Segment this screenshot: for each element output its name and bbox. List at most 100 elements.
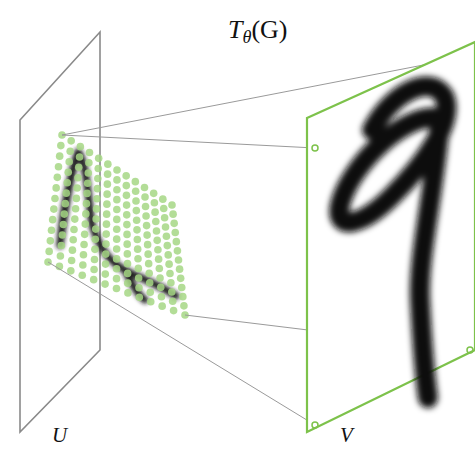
input-plane <box>20 32 100 432</box>
sample-point <box>102 230 110 238</box>
sample-point <box>47 237 55 245</box>
sample-point <box>73 184 81 192</box>
label-glyph: G <box>260 15 279 44</box>
sample-point <box>146 279 154 287</box>
sample-point <box>57 252 65 260</box>
sample-point <box>102 240 110 248</box>
sample-point <box>145 269 153 277</box>
sample-point <box>142 203 150 211</box>
sample-point <box>179 293 187 301</box>
sample-point <box>123 221 131 229</box>
sample-point <box>65 158 73 166</box>
sample-point <box>67 137 75 145</box>
sample-point <box>133 226 141 234</box>
sample-point <box>160 205 168 213</box>
sample-point <box>170 307 178 315</box>
sample-point <box>102 260 110 268</box>
sample-point <box>84 169 92 177</box>
transform-label: Tθ(G) <box>228 16 288 47</box>
corner-dot <box>312 422 318 428</box>
sample-point <box>77 143 85 151</box>
sample-point <box>164 251 172 259</box>
sample-point <box>69 236 77 244</box>
sample-point <box>94 165 102 173</box>
label-glyph: θ <box>242 27 251 47</box>
sample-point <box>133 216 141 224</box>
sample-point <box>171 229 179 237</box>
label-glyph: T <box>228 15 242 44</box>
sample-point <box>94 175 102 183</box>
sample-point <box>156 265 164 273</box>
sample-point <box>124 289 132 297</box>
sample-point <box>93 205 101 213</box>
sample-point <box>102 270 110 278</box>
sample-point <box>168 288 176 296</box>
sample-point <box>92 215 100 223</box>
sample-point <box>101 280 109 288</box>
sample-point <box>123 192 131 200</box>
sample-point <box>141 184 149 192</box>
sample-point <box>104 160 112 168</box>
sample-point <box>81 220 89 228</box>
sample-point <box>151 199 159 207</box>
sample-point <box>135 284 143 292</box>
sample-point <box>74 174 82 182</box>
sample-point <box>158 293 166 301</box>
sample-point <box>151 208 159 216</box>
sample-point <box>135 265 143 273</box>
sample-point <box>92 225 100 233</box>
sample-point <box>91 256 99 264</box>
sample-point <box>94 185 102 193</box>
sample-point <box>67 267 75 275</box>
sample-point <box>61 200 69 208</box>
sample-point <box>178 284 186 292</box>
sample-point <box>103 200 111 208</box>
sample-point <box>113 235 121 243</box>
sample-point <box>103 210 111 218</box>
sample-point <box>76 153 84 161</box>
sample-point <box>113 275 121 283</box>
sample-point <box>124 260 132 268</box>
sample-point <box>144 241 152 249</box>
sample-point <box>62 189 70 197</box>
sample-point <box>136 294 144 302</box>
sample-point <box>113 225 121 233</box>
sample-point <box>113 166 121 174</box>
sample-point <box>124 279 132 287</box>
sample-point <box>147 298 155 306</box>
sample-point <box>113 255 121 263</box>
sample-point <box>144 250 152 258</box>
sample-point <box>45 248 53 256</box>
sample-point <box>180 302 188 310</box>
sample-point <box>113 186 121 194</box>
sample-point <box>154 246 162 254</box>
sample-point <box>113 285 121 293</box>
sample-point <box>124 250 132 258</box>
sample-point <box>122 172 130 180</box>
sample-point <box>173 238 181 246</box>
sample-point <box>113 176 121 184</box>
sample-point <box>90 276 98 284</box>
sample-point <box>50 205 58 213</box>
sample-point <box>79 261 87 269</box>
input-digit <box>60 152 176 300</box>
sample-point <box>86 149 94 157</box>
sample-point <box>104 180 112 188</box>
sample-point <box>75 164 83 172</box>
sample-point <box>141 193 149 201</box>
sample-point <box>143 231 151 239</box>
sample-point <box>165 260 173 268</box>
sample-point <box>157 284 165 292</box>
sample-point <box>164 242 172 250</box>
sample-point <box>155 255 163 263</box>
sample-point <box>49 216 57 224</box>
sample-point <box>56 152 64 160</box>
sample-point <box>176 265 184 273</box>
sample-point <box>80 251 88 259</box>
plane-label: U <box>52 424 67 447</box>
sample-point <box>166 270 174 278</box>
sampling-grid <box>44 131 189 319</box>
sample-point <box>92 235 100 243</box>
